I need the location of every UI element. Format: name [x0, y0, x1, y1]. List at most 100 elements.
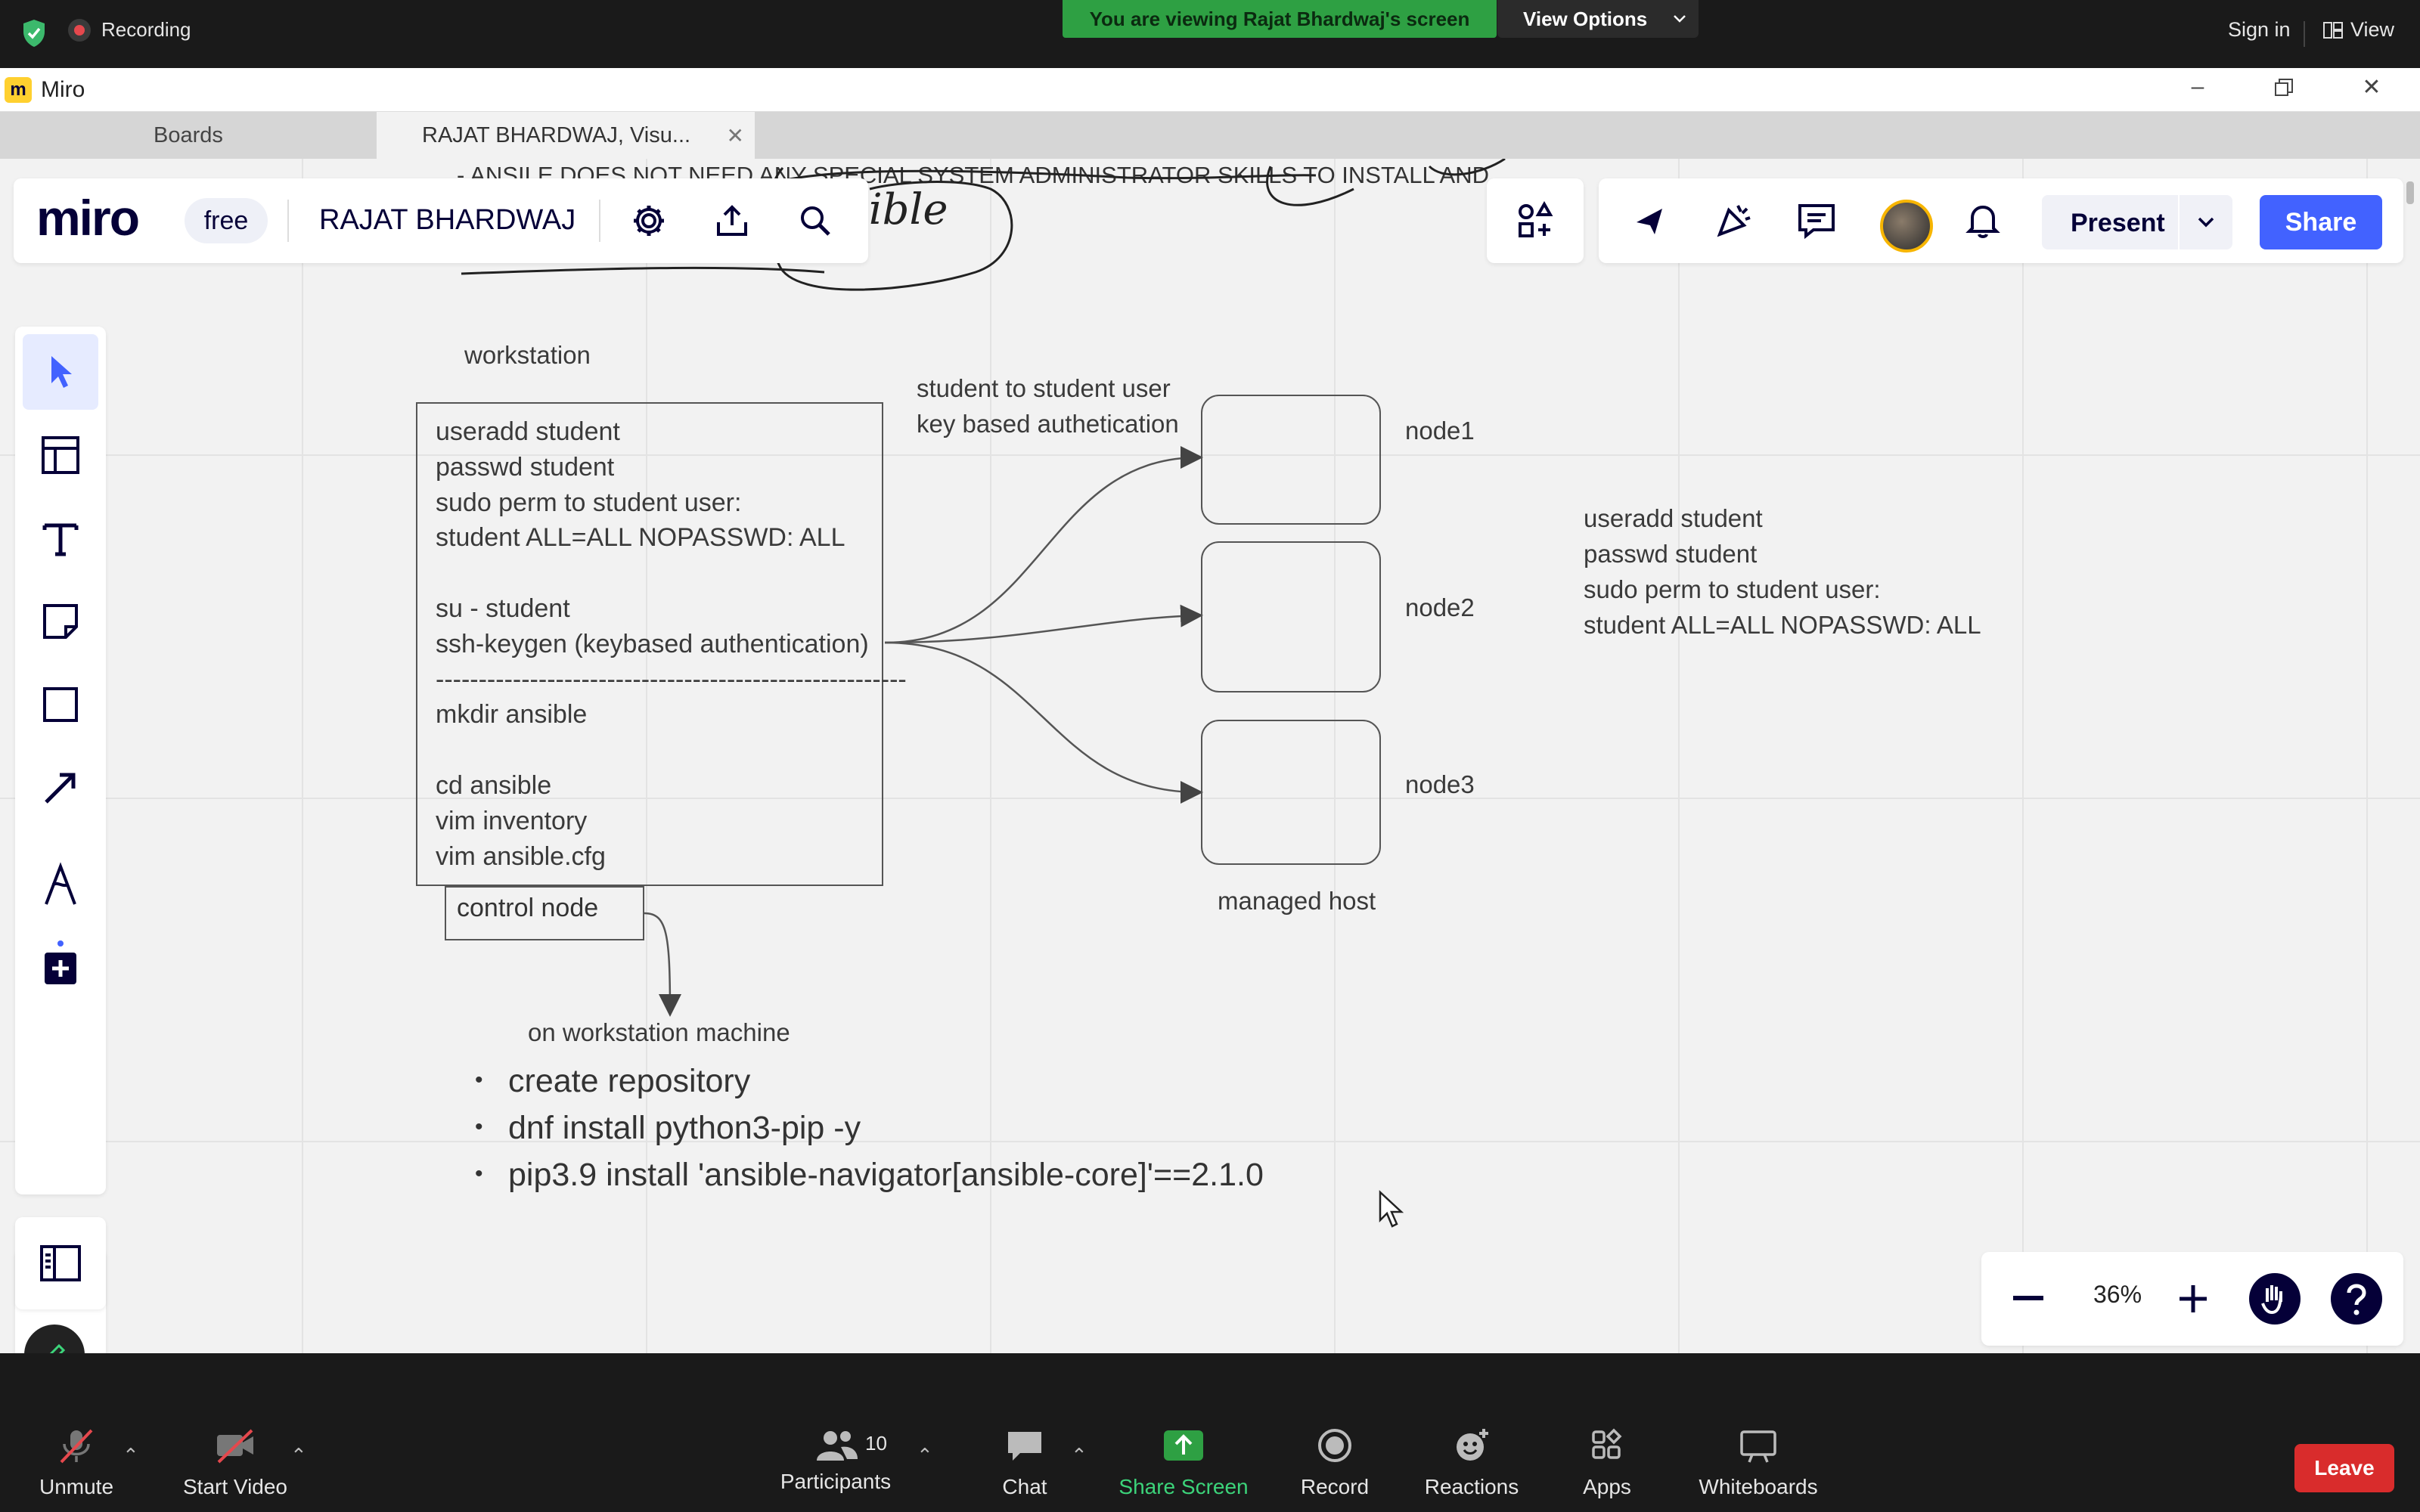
- close-icon[interactable]: ✕: [2362, 75, 2381, 100]
- start-video-label: Start Video: [182, 1475, 288, 1498]
- chevron-up-icon[interactable]: ⌃: [1071, 1444, 1087, 1467]
- zoom-in-button[interactable]: [2163, 1269, 2223, 1329]
- sidebar-icon: [40, 1245, 81, 1281]
- rectangle-icon: [43, 687, 78, 722]
- view-options-label: View Options: [1523, 7, 1648, 30]
- gear-icon[interactable]: [628, 200, 670, 242]
- bullet-item: dnf install python3-pip -y: [475, 1110, 861, 1147]
- bell-icon[interactable]: [1962, 200, 2004, 242]
- start-video-button[interactable]: Start Video: [178, 1427, 292, 1499]
- chevron-up-icon[interactable]: ⌃: [917, 1444, 933, 1467]
- miro-window: m Miro – ✕ Boards RAJAT BHARDWAJ, Visu..…: [0, 68, 2420, 1353]
- apps-icon: [1592, 1428, 1622, 1459]
- chevron-up-icon[interactable]: ⌃: [123, 1444, 139, 1467]
- plan-badge[interactable]: free: [185, 198, 268, 243]
- connector-tool[interactable]: [23, 750, 98, 826]
- apps-button[interactable]: Apps: [1565, 1427, 1649, 1499]
- zoom-out-button[interactable]: [1998, 1269, 2059, 1329]
- board-canvas[interactable]: - ANSILE DOES NOT NEED ANY SPECIAL SYSTE…: [0, 159, 2420, 1353]
- reactions-icon[interactable]: [1712, 200, 1754, 242]
- whiteboard-icon: [1740, 1430, 1776, 1463]
- node2-box[interactable]: [1201, 541, 1381, 692]
- scrollbar-thumb[interactable]: [2406, 181, 2414, 204]
- node1-box[interactable]: [1201, 395, 1381, 525]
- record-icon: [1318, 1429, 1351, 1462]
- people-icon: [817, 1431, 858, 1461]
- recording-indicator[interactable]: Recording: [68, 18, 191, 42]
- left-toolbar: [15, 327, 106, 1194]
- cursor-toggle-icon[interactable]: [1629, 200, 1671, 242]
- zoom-level[interactable]: 36%: [2093, 1281, 2142, 1308]
- shapes-apps-icon[interactable]: [1514, 200, 1556, 242]
- control-node-box[interactable]: control node: [445, 886, 644, 940]
- minimize-icon[interactable]: –: [2191, 74, 2204, 99]
- zoom-top-bar: Recording You are viewing Rajat Bhardwaj…: [0, 0, 2420, 68]
- unmute-label: Unmute: [39, 1475, 114, 1498]
- avatar[interactable]: [1880, 200, 1933, 253]
- apps-label: Apps: [1583, 1475, 1631, 1498]
- whiteboards-label: Whiteboards: [1699, 1475, 1818, 1498]
- viewing-banner: You are viewing Rajat Bhardwaj's screen: [1063, 0, 1497, 38]
- add-plus-icon: [45, 940, 76, 984]
- shape-tool[interactable]: [23, 667, 98, 742]
- tab-boards[interactable]: Boards: [0, 112, 377, 159]
- miro-main-toolbar: miro free RAJAT BHARDWAJ: [14, 178, 868, 263]
- node3-box[interactable]: [1201, 720, 1381, 865]
- reactions-button[interactable]: Reactions: [1419, 1427, 1525, 1499]
- share-screen-button[interactable]: Share Screen: [1112, 1427, 1255, 1499]
- chevron-down-icon[interactable]: [2178, 195, 2232, 249]
- comments-icon[interactable]: [1795, 200, 1838, 242]
- sidebar-toggle[interactable]: [15, 1217, 106, 1309]
- workstation-label: workstation: [464, 341, 591, 369]
- view-button[interactable]: View: [2323, 18, 2394, 42]
- whiteboards-button[interactable]: Whiteboards: [1694, 1427, 1823, 1499]
- window-title: Miro: [41, 77, 85, 102]
- present-button[interactable]: Present: [2042, 195, 2232, 249]
- sign-in-link[interactable]: Sign in: [2228, 18, 2291, 41]
- record-button[interactable]: Record: [1293, 1427, 1376, 1499]
- miro-brand[interactable]: miro: [36, 190, 140, 246]
- tab-label: Boards: [154, 122, 223, 147]
- unmute-button[interactable]: Unmute: [35, 1427, 118, 1499]
- on-workstation-label: on workstation machine: [528, 1018, 790, 1046]
- help-button[interactable]: [2326, 1269, 2387, 1329]
- present-label: Present: [2071, 209, 2165, 237]
- workstation-commands: useradd student passwd student sudo perm…: [436, 417, 907, 871]
- text-tool[interactable]: [23, 500, 98, 576]
- scribble-drawing: [461, 159, 1506, 291]
- participants-button[interactable]: 10 Participants: [771, 1427, 900, 1494]
- feedback-button[interactable]: [2245, 1269, 2305, 1329]
- node2-label: node2: [1405, 593, 1475, 621]
- chat-button[interactable]: Chat: [983, 1427, 1066, 1499]
- leave-button[interactable]: Leave: [2294, 1444, 2394, 1492]
- share-screen-label: Share Screen: [1118, 1475, 1249, 1498]
- zoom-control: 36%: [1981, 1252, 2403, 1346]
- upload-icon[interactable]: [711, 200, 753, 242]
- tab-label: RAJAT BHARDWAJ, Visu...: [422, 122, 691, 147]
- chat-label: Chat: [1002, 1475, 1047, 1498]
- select-tool[interactable]: [23, 334, 98, 410]
- chevron-down-icon: [1674, 15, 1686, 23]
- search-icon[interactable]: [794, 200, 836, 242]
- tab-board[interactable]: RAJAT BHARDWAJ, Visu... ✕: [377, 112, 755, 159]
- view-options-button[interactable]: View Options: [1497, 0, 1699, 38]
- chevron-up-icon[interactable]: ⌃: [290, 1444, 307, 1467]
- templates-tool[interactable]: [23, 417, 98, 493]
- share-button[interactable]: Share: [2260, 195, 2382, 249]
- more-tools[interactable]: [23, 927, 98, 1002]
- restore-icon[interactable]: [2261, 74, 2307, 104]
- close-tab-icon[interactable]: ✕: [726, 123, 744, 147]
- reaction-emoji-icon: [1457, 1429, 1488, 1461]
- control-node-label: control node: [457, 894, 599, 922]
- node1-label: node1: [1405, 417, 1475, 445]
- bullet-item: pip3.9 install 'ansible-navigator[ansibl…: [475, 1157, 1264, 1194]
- text-icon: [42, 523, 79, 556]
- apps-toolbar: [1487, 178, 1584, 263]
- sticky-note-tool[interactable]: [23, 584, 98, 659]
- templates-icon: [42, 436, 79, 474]
- workstation-box[interactable]: useradd student passwd student sudo perm…: [416, 402, 907, 886]
- canvas-grid: [0, 159, 2420, 1353]
- board-name[interactable]: RAJAT BHARDWAJ: [319, 204, 576, 236]
- divider: [599, 200, 600, 242]
- pen-tool[interactable]: [23, 847, 98, 922]
